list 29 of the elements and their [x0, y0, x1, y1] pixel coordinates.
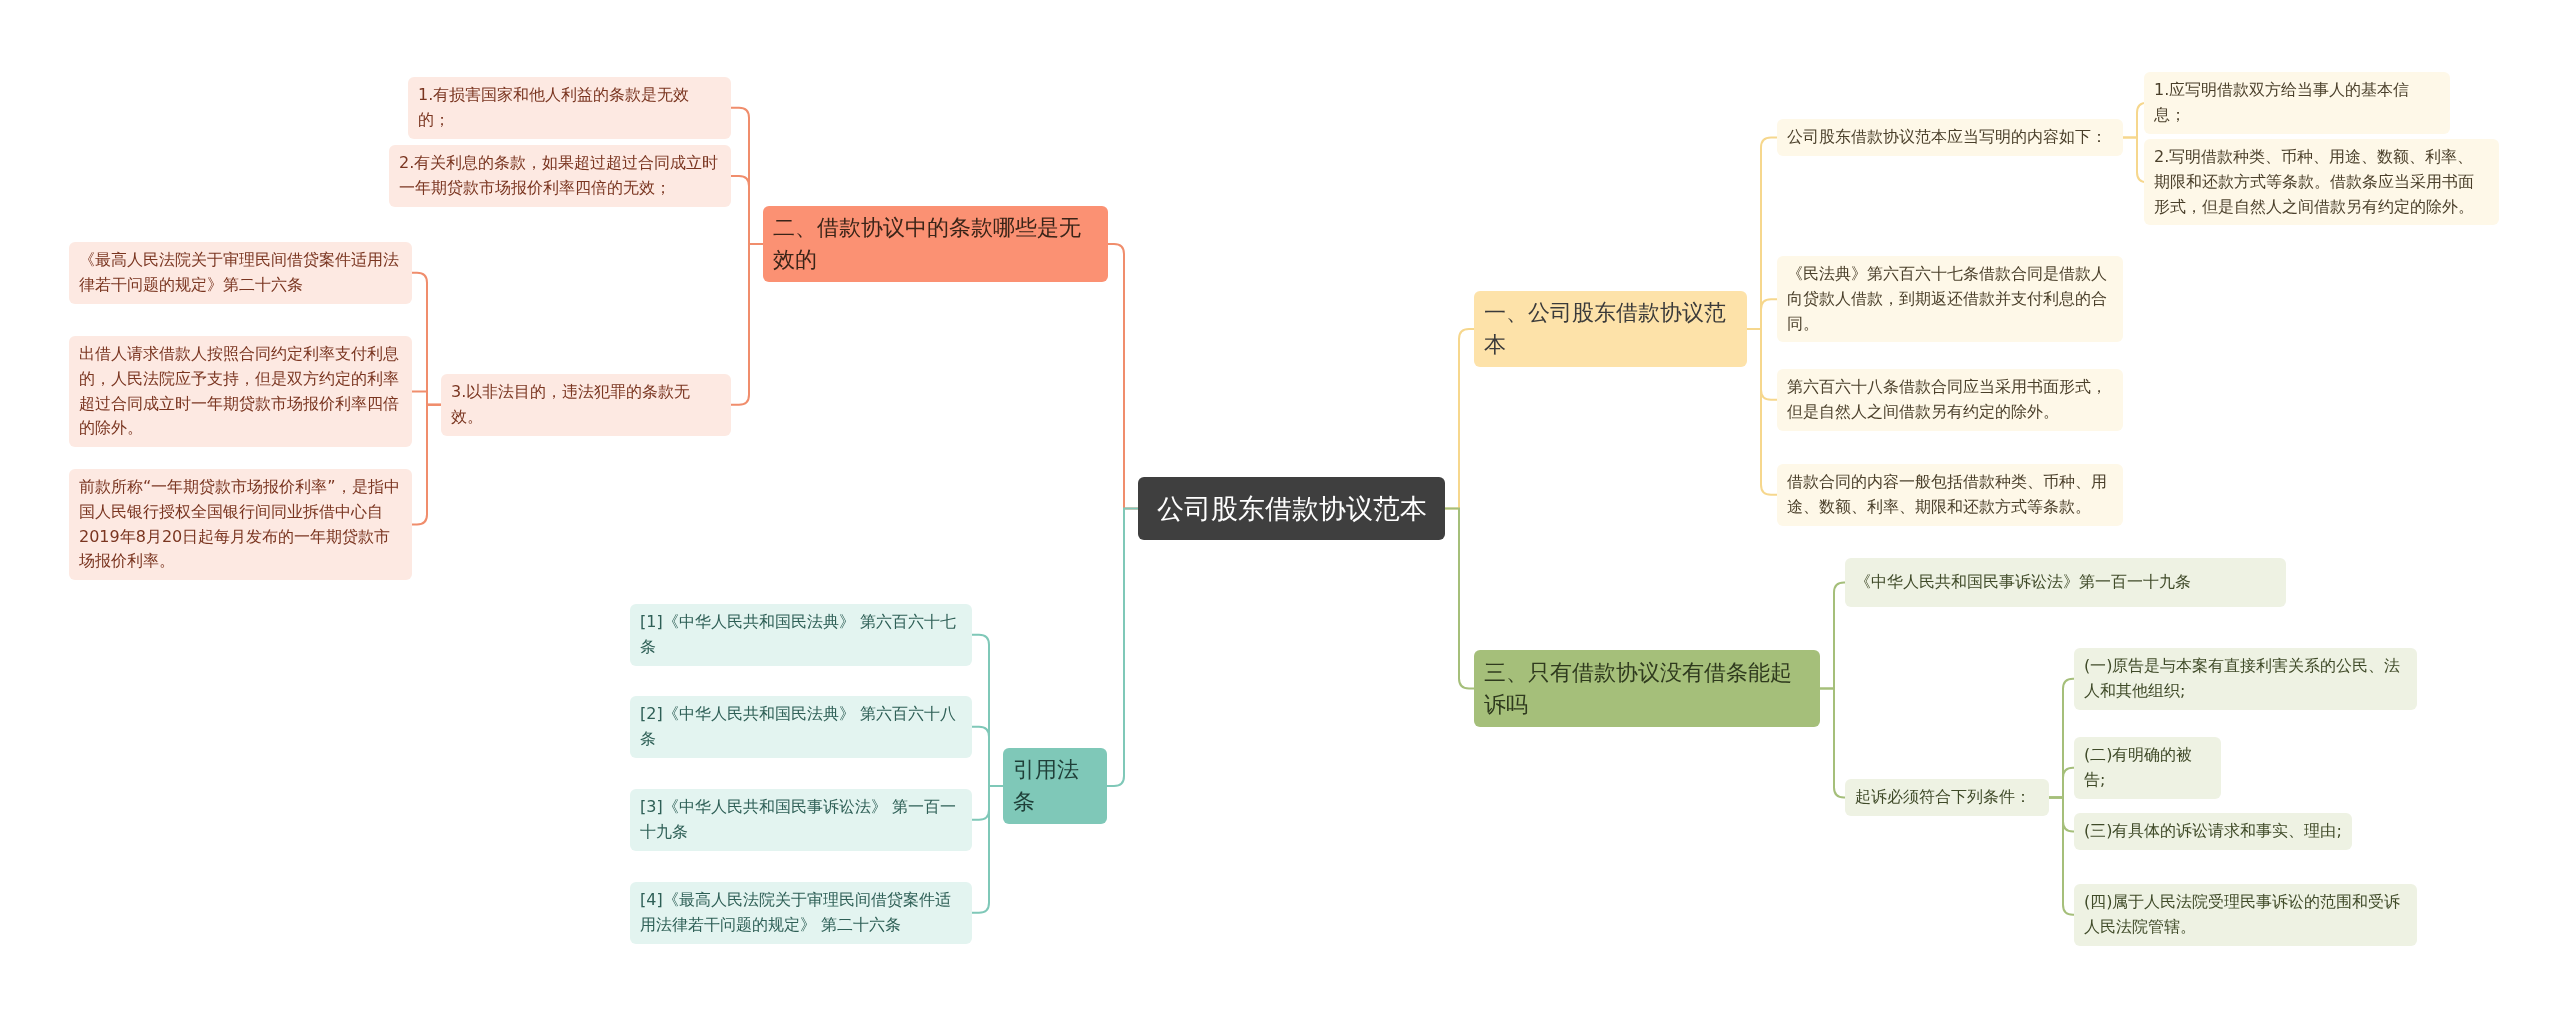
subtopic-box: (四)属于人民法院受理民事诉讼的范围和受诉人民法院管辖。: [2074, 884, 2417, 946]
subtopic-box: (一)原告是与本案有直接利害关系的公民、法人和其他组织;: [2074, 648, 2417, 710]
subtopic-box: [1]《中华人民共和国民法典》 第六百六十七条: [630, 604, 972, 666]
subtopic-box: 2.有关利息的条款，如果超过超过合同成立时一年期贷款市场报价利率四倍的无效；: [389, 145, 731, 207]
topic-box: 一、公司股东借款协议范本: [1474, 291, 1747, 367]
subtopic-box: 前款所称“一年期贷款市场报价利率”，是指中国人民银行授权全国银行间同业拆借中心自2019年8月20日起每月发布的一年期贷款市场报价利率。: [69, 469, 412, 581]
subtopic-box: [2]《中华人民共和国民法典》 第六百六十八条: [630, 696, 972, 758]
subtopic-box: 《中华人民共和国民事诉讼法》第一百一十九条: [1845, 558, 2286, 607]
subtopic-box: 借款合同的内容一般包括借款种类、币种、用途、数额、利率、期限和还款方式等条款。: [1777, 464, 2123, 526]
topic-box: 三、只有借款协议没有借条能起诉吗: [1474, 650, 1820, 727]
subtopic-box: (二)有明确的被告;: [2074, 737, 2221, 799]
subtopic-box: 《最高人民法院关于审理民间借贷案件适用法律若干问题的规定》第二十六条: [69, 242, 412, 304]
subtopic-box: 3.以非法目的，违法犯罪的条款无效。: [441, 374, 731, 436]
subtopic-box: 《民法典》第六百六十七条借款合同是借款人向贷款人借款，到期返还借款并支付利息的合同。: [1777, 256, 2123, 343]
subtopic-box: [3]《中华人民共和国民事诉讼法》 第一百一十九条: [630, 789, 972, 851]
connector-line: [1819, 687, 1846, 799]
subtopic-box: 出借人请求借款人按照合同约定利率支付利息的，人民法院应予支持，但是双方约定的利率超过合同成立时一年期贷款市场报价利率四倍的除外。: [69, 336, 412, 448]
central-topic-box: 公司股东借款协议范本: [1138, 477, 1445, 540]
topic-box: 二、借款协议中的条款哪些是无效的: [763, 206, 1108, 282]
subtopic-box: [4]《最高人民法院关于审理民间借贷案件适用法律若干问题的规定》 第二十六条: [630, 882, 972, 944]
subtopic-box: 公司股东借款协议范本应当写明的内容如下：: [1777, 119, 2123, 156]
topic-box: 引用法条: [1003, 748, 1107, 824]
subtopic-box: 起诉必须符合下列条件：: [1845, 779, 2049, 816]
subtopic-box: 1.应写明借款双方给当事人的基本信息；: [2144, 72, 2450, 134]
subtopic-box: (三)有具体的诉讼请求和事实、理由;: [2074, 813, 2352, 850]
subtopic-box: 2.写明借款种类、币种、用途、数额、利率、期限和还款方式等条款。借款条应当采用书面形式，但是自然人之间借款另有约定的除外。: [2144, 139, 2499, 226]
connector-line: [2048, 796, 2075, 916]
subtopic-box: 第六百六十八条借款合同应当采用书面形式，但是自然人之间借款另有约定的除外。: [1777, 369, 2123, 431]
subtopic-box: 1.有损害国家和他人利益的条款是无效的；: [408, 77, 731, 139]
